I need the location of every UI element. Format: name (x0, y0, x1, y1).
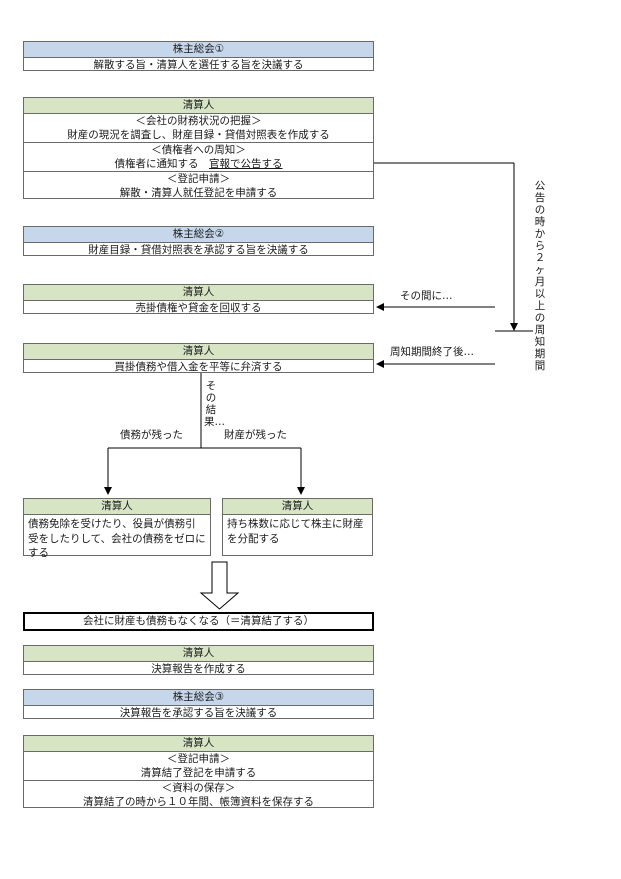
record-retention-body: 清算結了の時から１０年間、帳簿資料を保存する (83, 796, 314, 808)
liquidator-3-text: 買掛債務や借入金を平等に弁済する (114, 361, 283, 373)
record-retention-title: ＜資料の保存＞ (24, 780, 373, 795)
creditor-notice-body: 債権者に通知する 官報で公告する (24, 157, 373, 171)
liquidator-assets-header: 清算人 (223, 499, 372, 515)
registration-body: 解散・清算人就任登記を申請する (119, 187, 278, 199)
after-period-label: 周知期間終了後… (390, 346, 474, 358)
final-registration-title: ＜登記申請＞ (167, 753, 230, 765)
liquidator-box-4: 清算人 決算報告を作成する (23, 645, 374, 675)
liquidator-assets-box: 清算人 持ち株数に応じて株主に財産を分配する (222, 498, 373, 556)
meeting-3-text: 決算報告を承認する旨を決議する (119, 707, 278, 719)
liquidator-debt-box: 清算人 債務免除を受けたり、役員が債務引受をしたりして、会社の債務をゼロにする (23, 498, 211, 559)
liquidation-completed-box: 会社に財産も債務もなくなる（＝清算結了する） (23, 612, 374, 631)
gazette-announcement: 官報で公告する (209, 158, 283, 170)
financial-status-body: 財産の現況を調査し、財産目録・貸借対照表を作成する (67, 129, 330, 141)
meanwhile-label: その間に… (400, 290, 453, 302)
liquidator-2-text: 売掛債権や貸金を回収する (135, 302, 262, 314)
liquidator-box-3: 清算人 買掛債務や借入金を平等に弁済する (23, 343, 374, 373)
financial-status-title: ＜会社の財務状況の把握＞ (135, 115, 262, 127)
assets-left-label: 財産が残った (224, 429, 287, 441)
shareholders-meeting-3: 株主総会③ 決算報告を承認する旨を決議する (23, 689, 374, 719)
liquidator-box-2: 清算人 売掛債権や貸金を回収する (23, 284, 374, 314)
shareholders-meeting-2: 株主総会② 財産目録・貸借対照表を承認する旨を決議する (23, 226, 374, 256)
meeting-2-header: 株主総会② (24, 227, 373, 243)
liquidator-debt-text: 債務免除を受けたり、役員が債務引受をしたりして、会社の債務をゼロにする (28, 518, 206, 559)
creditor-notice-title: ＜債権者への周知＞ (24, 142, 373, 157)
liquidator-assets-text: 持ち株数に応じて株主に財産を分配する (227, 518, 364, 545)
down-block-arrow (199, 561, 240, 610)
notice-period-label: 公告の時から２ヶ月以上の周知期間 (534, 180, 546, 372)
liquidator-4-header: 清算人 (24, 646, 373, 662)
liquidator-2-header: 清算人 (24, 285, 373, 301)
liquidator-debt-header: 清算人 (24, 499, 210, 515)
debt-left-label: 債務が残った (120, 429, 183, 441)
registration-title: ＜登記申請＞ (24, 171, 373, 186)
meeting-3-header: 株主総会③ (24, 690, 373, 706)
creditor-notice-text: 債権者に通知する (114, 158, 209, 170)
liquidator-3-header: 清算人 (24, 344, 373, 360)
liquidation-completed-text: 会社に財産も債務もなくなる（＝清算結了する） (83, 615, 314, 627)
result-label: その結果… (204, 380, 225, 428)
liquidator-box-5: 清算人 ＜登記申請＞ 清算結了登記を申請する ＜資料の保存＞ 清算結了の時から１… (23, 735, 374, 808)
meeting-2-text: 財産目録・貸借対照表を承認する旨を決議する (88, 244, 309, 256)
liquidator-4-text: 決算報告を作成する (151, 663, 246, 675)
liquidator-box-1: 清算人 ＜会社の財務状況の把握＞ 財産の現況を調査し、財産目録・貸借対照表を作成… (23, 97, 374, 199)
liquidator-1-header: 清算人 (24, 98, 373, 114)
shareholders-meeting-1: 株主総会① 解散する旨・清算人を選任する旨を決議する (23, 41, 374, 71)
liquidator-5-header: 清算人 (24, 736, 373, 752)
meeting-1-header: 株主総会① (24, 42, 373, 58)
final-registration-body: 清算結了登記を申請する (140, 767, 257, 779)
meeting-1-text: 解散する旨・清算人を選任する旨を決議する (93, 59, 304, 71)
